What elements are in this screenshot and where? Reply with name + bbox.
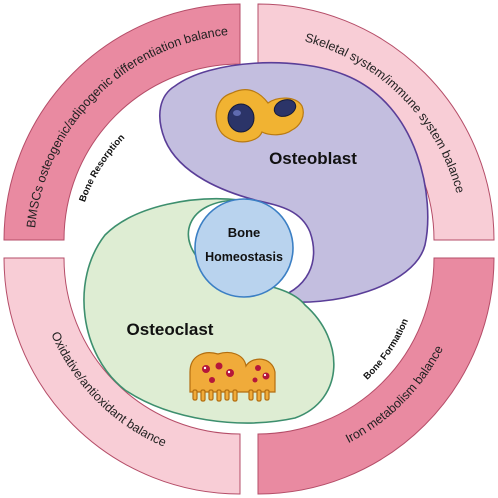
osteoblast-cell-icon — [215, 89, 304, 143]
osteoclast-cell-icon — [189, 351, 276, 402]
center-label-line2: Homeostasis — [205, 250, 283, 264]
osteoclast-label: Osteoclast — [127, 320, 214, 339]
ring-segment-bottom-right — [257, 257, 495, 495]
bone-homeostasis-circle — [194, 198, 294, 298]
ring-segment-top-left — [3, 3, 241, 241]
center-label-line1: Bone — [228, 225, 261, 240]
osteoblast-label: Osteoblast — [269, 149, 357, 168]
ring-segment-bottom-left — [3, 257, 241, 495]
